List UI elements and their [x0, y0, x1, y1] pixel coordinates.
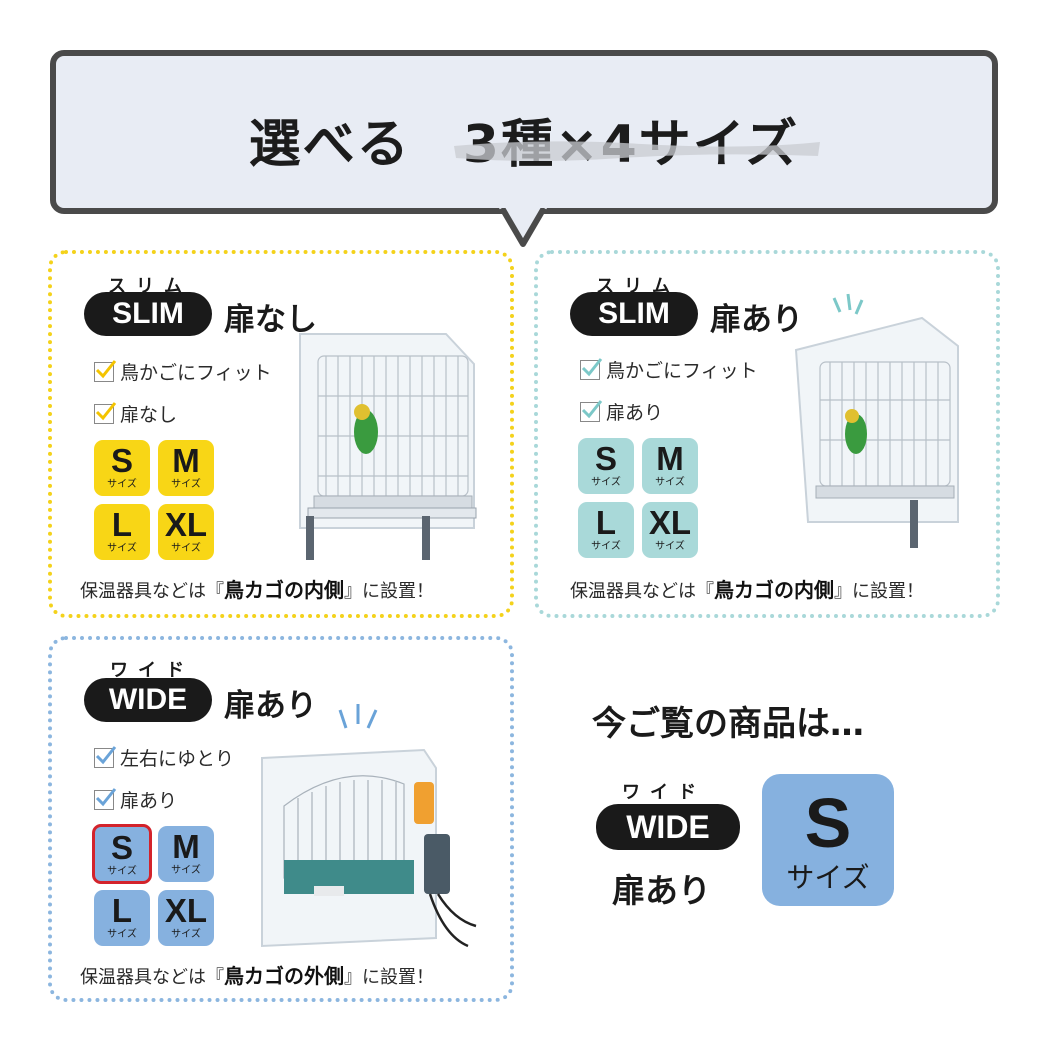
ruby-wide: ワイド [110, 660, 194, 681]
check-item: 鳥かごにフィット [580, 356, 758, 383]
placement-note: 保温器具などは『鳥カゴの内側』に設置！ [80, 574, 434, 603]
size-suffix: サイズ [171, 479, 201, 490]
size-letter: L [595, 504, 617, 541]
note-suffix: 』に設置！ [344, 967, 434, 988]
check-item: 左右にゆとり [94, 744, 234, 771]
check-item: 扉あり [94, 786, 177, 813]
note-prefix: 保温器具などは『 [80, 967, 224, 988]
bubble-tail [499, 208, 547, 247]
size-suffix: サイズ [786, 861, 870, 894]
door-label: 扉あり [224, 688, 317, 724]
size-letter: M [172, 442, 200, 479]
checkbox-icon [94, 787, 117, 810]
header-title-left: 選べる [248, 115, 411, 175]
note-emphasis: 鳥カゴの外側 [224, 964, 344, 988]
check-label: 左右にゆとり [120, 748, 235, 770]
size-letter: S [110, 442, 133, 479]
note-prefix: 保温器具などは『 [570, 581, 714, 602]
size-letter: L [111, 892, 133, 929]
checkbox-icon [580, 399, 603, 422]
header-bubble: 選べる3種×4サイズ [50, 50, 998, 214]
note-emphasis: 鳥カゴの内側 [224, 578, 344, 602]
size-suffix: サイズ [107, 543, 137, 554]
type-pill-slim: SLIM [84, 292, 212, 336]
size-letter: S [110, 829, 133, 866]
checkbox-icon [94, 745, 117, 768]
size-letter: XL [164, 892, 208, 929]
placement-note: 保温器具などは『鳥カゴの外側』に設置！ [80, 960, 434, 989]
checkbox-icon [580, 357, 603, 380]
size-suffix: サイズ [591, 477, 621, 488]
card-wide-with-door[interactable] [48, 636, 514, 1002]
type-pill-slim: SLIM [570, 292, 698, 336]
brush-stroke-decoration [454, 141, 820, 161]
size-letter: M [656, 440, 684, 477]
size-letter: XL [648, 504, 692, 541]
size-suffix: サイズ [107, 479, 137, 490]
ruby-wide: ワイド [622, 782, 706, 803]
note-suffix: 』に設置！ [344, 581, 434, 602]
cage-cover-photo-slim-no-door [299, 333, 477, 560]
note-prefix: 保温器具などは『 [80, 581, 224, 602]
checkbox-icon [94, 359, 117, 382]
check-label: 鳥かごにフィット [120, 362, 272, 384]
size-letter: XL [164, 506, 208, 543]
size-suffix: サイズ [655, 477, 685, 488]
check-label: 鳥かごにフィット [606, 360, 758, 382]
placement-note: 保温器具などは『鳥カゴの内側』に設置！ [570, 574, 924, 603]
size-suffix: サイズ [655, 541, 685, 552]
size-suffix: サイズ [171, 543, 201, 554]
size-suffix: サイズ [107, 866, 137, 877]
size-letter: S [594, 440, 617, 477]
size-letter: L [111, 506, 133, 543]
note-emphasis: 鳥カゴの内側 [714, 578, 834, 602]
check-label: 扉あり [606, 402, 664, 424]
size-letter: S [804, 784, 852, 862]
card-slim-no-door[interactable] [48, 250, 514, 618]
size-suffix: サイズ [171, 865, 201, 876]
check-label: 扉なし [120, 404, 178, 426]
card-slim-with-door[interactable] [534, 250, 1000, 618]
size-suffix: サイズ [171, 929, 201, 940]
cage-cover-photo-wide [261, 704, 477, 948]
check-label: 扉あり [120, 790, 178, 812]
size-suffix: サイズ [107, 929, 137, 940]
type-pill-wide: WIDE [596, 804, 740, 850]
check-item: 扉あり [580, 398, 663, 425]
size-letter: M [172, 828, 200, 865]
ruby-slim: スリム [596, 276, 680, 297]
door-label: 扉あり [710, 302, 803, 338]
cage-cover-photo-slim-with-door [794, 293, 959, 548]
door-label: 扉あり [612, 871, 711, 910]
check-item: 鳥かごにフィット [94, 358, 272, 385]
ruby-slim: スリム [108, 276, 192, 297]
type-pill-wide: WIDE [84, 678, 212, 722]
checkbox-icon [94, 401, 117, 424]
check-item: 扉なし [94, 400, 177, 427]
door-label: 扉なし [224, 302, 317, 338]
note-suffix: 』に設置！ [834, 581, 924, 602]
size-suffix: サイズ [591, 541, 621, 552]
current-product-heading: 今ご覧の商品は… [592, 704, 864, 744]
